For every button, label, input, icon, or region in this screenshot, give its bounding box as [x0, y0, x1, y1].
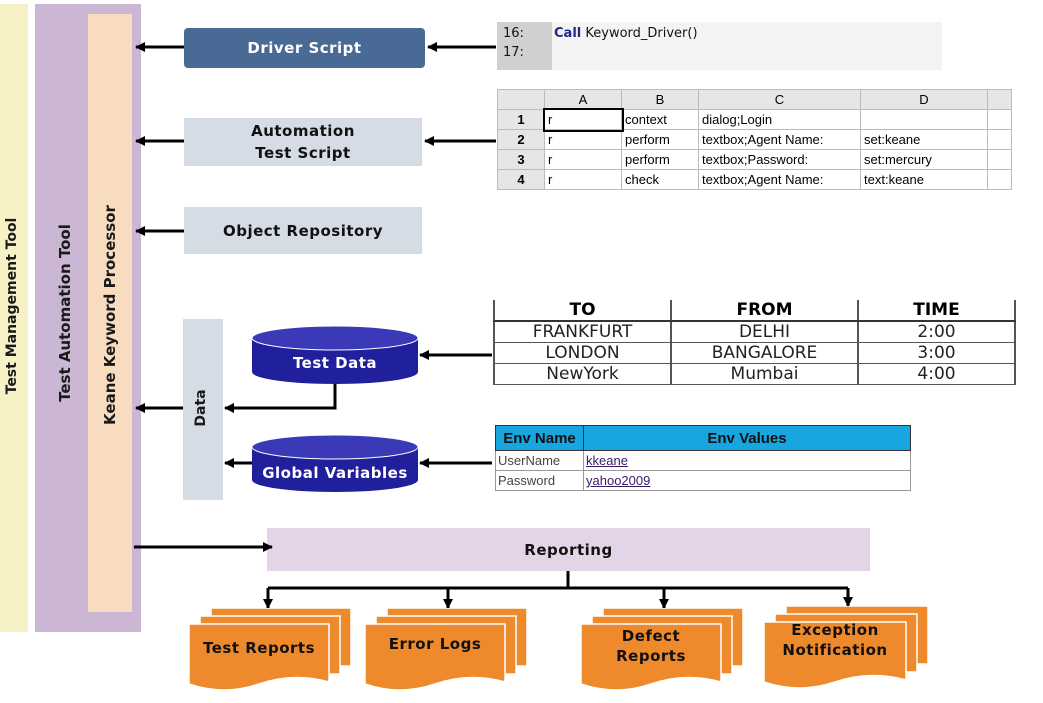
keyword-processor-band: [88, 14, 132, 612]
sheet-row: 3 r perform textbox;Password: set:mercur…: [497, 149, 1012, 170]
data-band: [183, 319, 223, 500]
code-line-16: Call Keyword_Driver(): [554, 26, 698, 41]
report-label: Reports: [616, 647, 686, 665]
flight-row: NewYork Mumbai 4:00: [494, 363, 1015, 385]
code-call: Keyword_Driver(): [585, 26, 698, 41]
code-gutter: [497, 22, 552, 70]
exception-notification-doc: Exception Notification: [764, 606, 930, 690]
report-label: Exception: [791, 621, 879, 639]
flight-row: FRANKFURT DELHI 2:00: [494, 321, 1015, 343]
flight-col-header: TIME: [858, 300, 1015, 322]
test-data-label: Test Data: [292, 354, 378, 372]
sheet-col-header: B: [621, 89, 699, 110]
automation-test-script-line2: Test Script: [255, 144, 351, 162]
sheet-row: 1 r context dialog;Login: [497, 107, 1012, 132]
env-row: Password yahoo2009: [495, 470, 911, 491]
env-col-header: Env Values: [583, 425, 911, 451]
arrow-testdata-to-data: [224, 382, 337, 413]
driver-script-box: Driver Script: [184, 28, 425, 68]
flight-col-header: FROM: [671, 300, 859, 322]
flight-table: TO FROM TIME FRANKFURT DELHI 2:00 LONDON…: [493, 300, 1016, 385]
sheet-row: 2 r perform textbox;Agent Name: set:kean…: [497, 129, 1012, 150]
report-label: Test Reports: [203, 639, 315, 657]
sheet-header-row: A B C D: [497, 89, 1012, 110]
code-line-number-17: 17:: [503, 45, 524, 60]
code-snippet: 16: 17: Call Keyword_Driver(): [497, 22, 942, 70]
automation-test-script-box: Automation Test Script: [184, 118, 422, 166]
env-header-row: Env Name Env Values: [495, 425, 911, 451]
report-label: Notification: [782, 641, 888, 659]
report-label: Error Logs: [388, 635, 482, 653]
error-logs-doc: Error Logs: [365, 608, 529, 692]
report-label: Defect: [621, 627, 681, 645]
flight-header-row: TO FROM TIME: [494, 300, 1015, 322]
keyword-sheet: A B C D 1 r context dialog;Login 2 r per…: [497, 89, 1012, 190]
code-line-number-16: 16:: [503, 26, 524, 41]
env-table: Env Name Env Values UserName kkeane Pass…: [495, 425, 911, 491]
env-col-header: Env Name: [495, 425, 584, 451]
test-management-band: [0, 4, 28, 632]
automation-test-script-line1: Automation: [251, 122, 355, 140]
env-row: UserName kkeane: [495, 450, 911, 471]
code-keyword: Call: [554, 26, 582, 41]
test-reports-doc: Test Reports: [189, 608, 353, 692]
global-variables-label: Global Variables: [262, 464, 408, 482]
global-variables-cylinder: [251, 434, 419, 492]
flight-row: LONDON BANGALORE 3:00: [494, 342, 1015, 364]
sheet-col-header: C: [698, 89, 861, 110]
reporting-box: Reporting: [267, 528, 870, 571]
test-data-cylinder: [251, 325, 419, 384]
sheet-row: 4 r check textbox;Agent Name: text:keane: [497, 169, 1012, 190]
defect-reports-doc: Defect Reports: [581, 608, 745, 692]
sheet-col-header: D: [860, 89, 988, 110]
sheet-col-header: A: [544, 89, 622, 110]
object-repository-box: Object Repository: [184, 207, 422, 254]
flight-col-header: TO: [494, 300, 672, 322]
